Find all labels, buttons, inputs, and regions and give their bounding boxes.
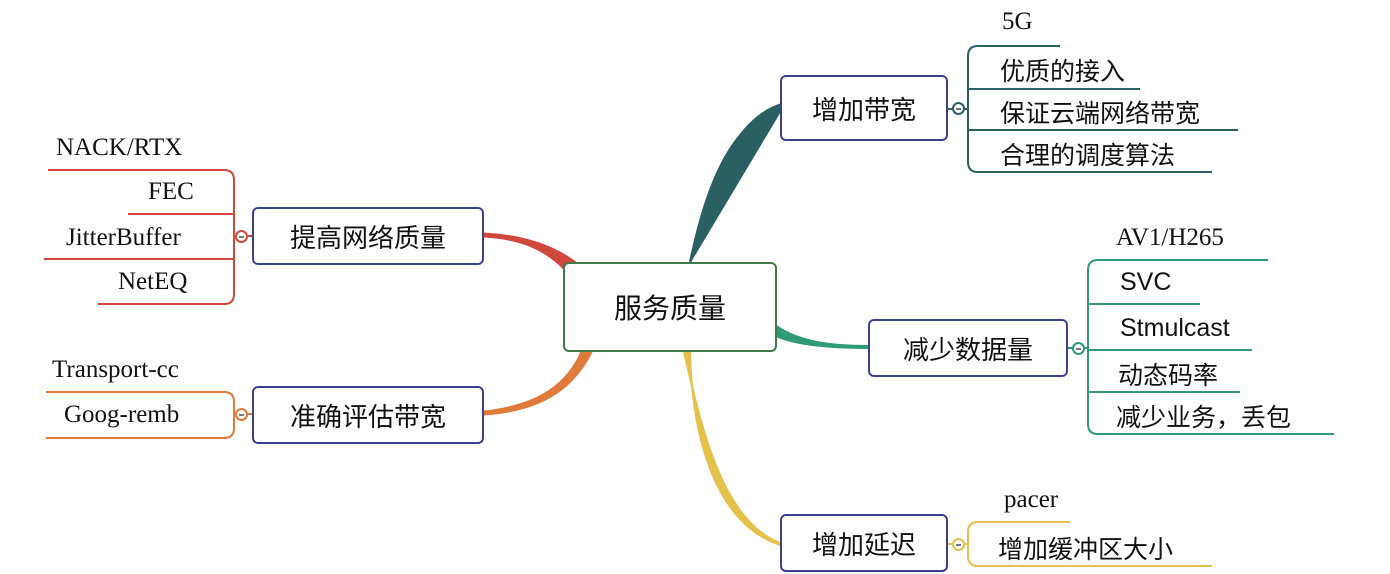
leaf-quality-access[interactable]: 优质的接入 <box>1000 57 1126 86</box>
root-node[interactable]: 服务质量 <box>563 262 777 352</box>
leaf-pacer[interactable]: pacer <box>1004 486 1059 513</box>
collapse-icon-estimate-bandwidth[interactable] <box>235 408 248 421</box>
connector-increase-latency <box>682 351 781 547</box>
leaf-fec[interactable]: FEC <box>148 178 194 205</box>
leaf-dynamic-bitrate[interactable]: 动态码率 <box>1118 361 1219 390</box>
branch-network-quality[interactable]: 提高网络质量 <box>252 207 484 265</box>
leaf-neteq[interactable]: NetEQ <box>118 268 188 295</box>
collapse-icon-increase-latency[interactable] <box>952 538 965 551</box>
collapse-icon-bandwidth[interactable] <box>952 102 965 115</box>
connector-network-quality <box>482 232 577 273</box>
leaf-svc[interactable]: SVC <box>1120 268 1172 296</box>
leaf-transport-cc[interactable]: Transport-cc <box>52 356 179 383</box>
connector-reduce-data <box>775 324 869 350</box>
leaf-nack-rtx[interactable]: NACK/RTX <box>56 134 183 161</box>
branch-increase-latency[interactable]: 增加延迟 <box>780 514 948 572</box>
branch-bandwidth[interactable]: 增加带宽 <box>780 75 948 141</box>
branch-reduce-data[interactable]: 减少数据量 <box>868 319 1068 377</box>
collapse-icon-reduce-data[interactable] <box>1072 342 1085 355</box>
leaf-5g[interactable]: 5G <box>1002 8 1033 35</box>
bracket-bandwidth <box>948 45 1238 173</box>
bracket-network-quality <box>44 169 254 305</box>
connector-bandwidth <box>689 102 785 263</box>
collapse-icon-network-quality[interactable] <box>235 230 248 243</box>
leaf-reduce-business[interactable]: 减少业务，丢包 <box>1116 403 1292 432</box>
leaf-stmulcast[interactable]: Stmulcast <box>1120 314 1230 342</box>
leaf-buffer-size[interactable]: 增加缓冲区大小 <box>998 535 1174 564</box>
leaf-scheduling[interactable]: 合理的调度算法 <box>1000 141 1176 170</box>
connector-estimate-bandwidth <box>482 347 595 416</box>
branch-estimate-bandwidth[interactable]: 准确评估带宽 <box>252 386 484 444</box>
leaf-cloud-bandwidth[interactable]: 保证云端网络带宽 <box>1000 99 1201 128</box>
leaf-jitterbuffer[interactable]: JitterBuffer <box>66 224 181 251</box>
leaf-av1-h265[interactable]: AV1/H265 <box>1116 224 1224 251</box>
leaf-goog-remb[interactable]: Goog-remb <box>64 401 180 428</box>
